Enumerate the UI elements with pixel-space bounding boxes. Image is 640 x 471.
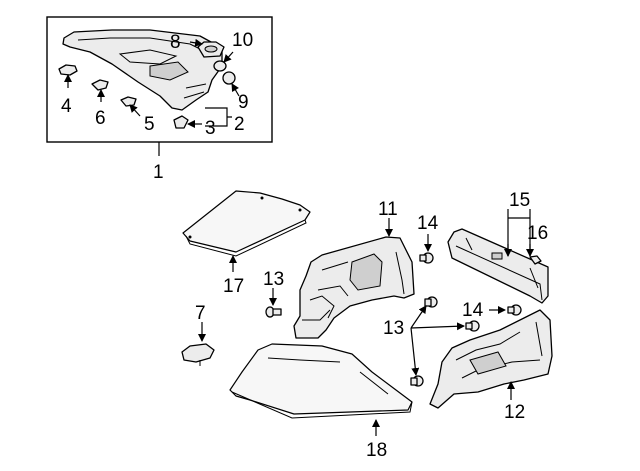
callout-13-right: 13: [383, 318, 404, 339]
callout-16: 16: [527, 223, 548, 244]
clip-5: [120, 96, 137, 107]
rear-shelf-panel: [62, 29, 223, 111]
fastener-13-left: [265, 306, 282, 318]
fastener-13-right: [465, 320, 480, 332]
clip-4: [58, 64, 78, 76]
callout-13-left: 13: [263, 269, 284, 290]
callout-7: 7: [195, 303, 206, 324]
callout-11: 11: [378, 199, 398, 220]
fastener-13-upper: [424, 296, 438, 308]
clip-16: [529, 255, 542, 265]
clip-6: [91, 79, 109, 91]
callout-4: 4: [61, 96, 72, 117]
callout-9: 9: [238, 92, 249, 113]
callout-5: 5: [144, 114, 155, 135]
right-side-trim: [429, 309, 553, 409]
plug-9: [222, 71, 236, 85]
callout-14-lower: 14: [462, 300, 484, 321]
callout-18: 18: [366, 440, 387, 461]
callout-1: 1: [153, 162, 164, 183]
callout-3: 3: [205, 118, 216, 139]
fastener-13-lower: [410, 375, 424, 387]
clip-14-upper: [419, 252, 434, 264]
bracket-8: [197, 41, 225, 58]
callout-14-upper: 14: [417, 213, 439, 234]
trunk-lid-board: [182, 190, 311, 257]
callout-17: 17: [223, 276, 244, 297]
callout-2: 2: [234, 114, 245, 135]
callout-6: 6: [95, 108, 106, 129]
fastener-3: [173, 115, 189, 129]
rear-sill-trim: [447, 228, 549, 304]
cover-7: [181, 343, 215, 366]
callout-12: 12: [504, 402, 525, 423]
trunk-floor-mat: [229, 343, 413, 419]
clip-14-lower: [507, 304, 522, 316]
grommet-10: [213, 60, 227, 72]
left-side-trim: [293, 236, 415, 339]
callout-10: 10: [232, 30, 253, 51]
callout-15: 15: [509, 190, 530, 211]
callout-8: 8: [170, 32, 181, 53]
